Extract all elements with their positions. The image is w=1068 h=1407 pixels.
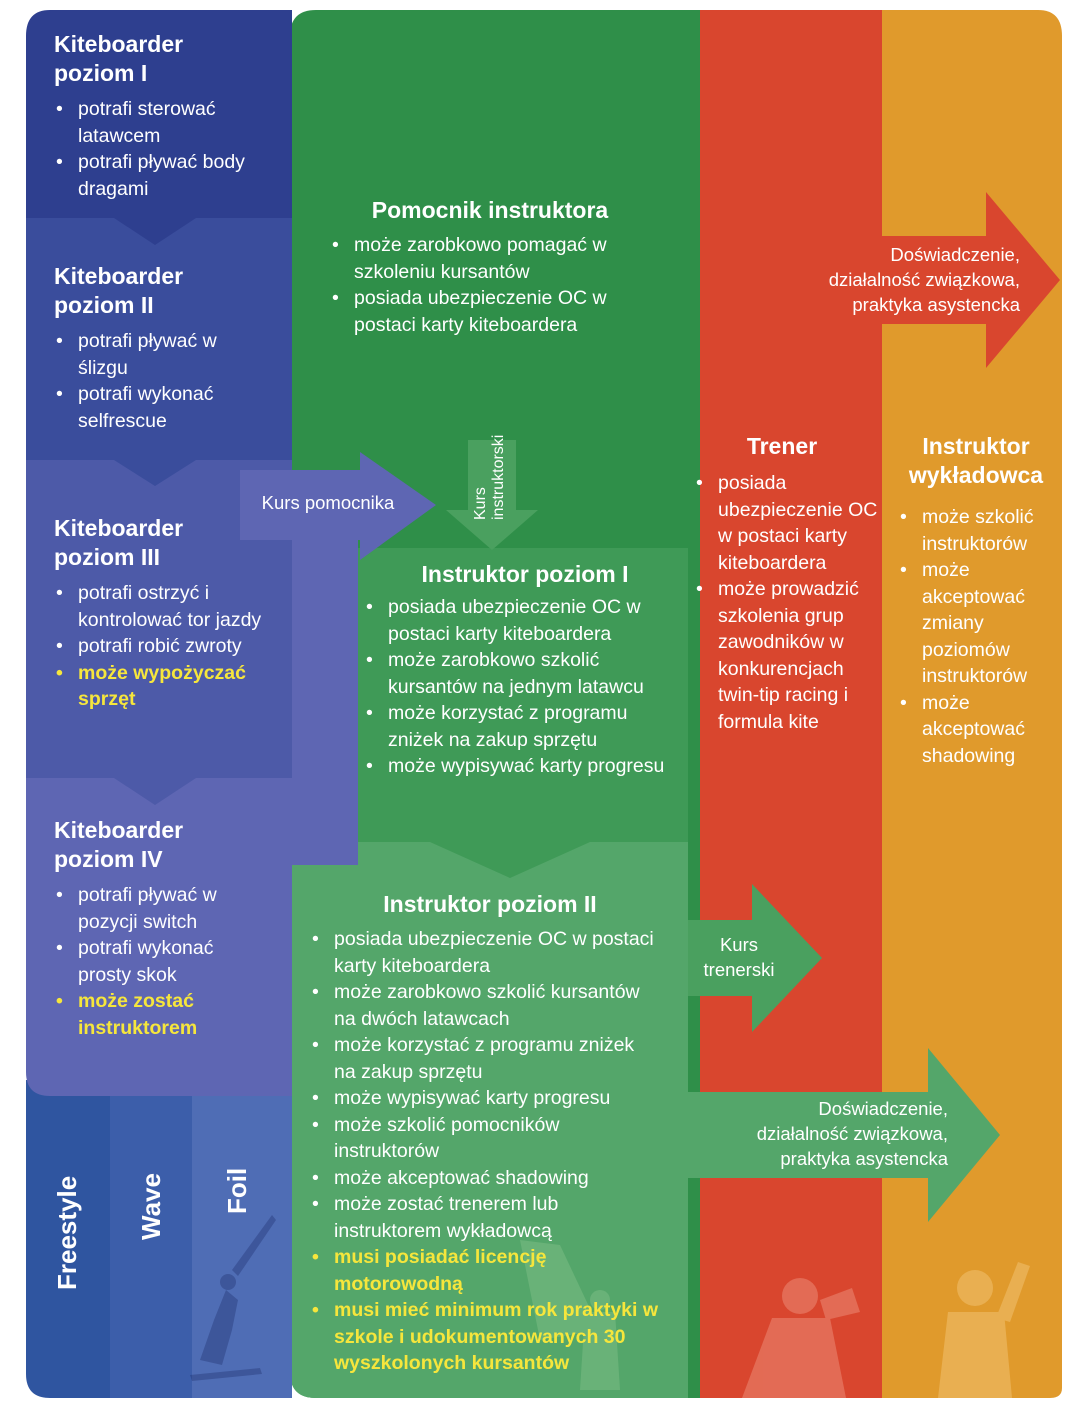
assistant-title: Pomocnik instruktora [371,197,609,223]
experience-label-bottom-line1: Doświadczenie, [818,1098,948,1119]
kiteboarder-level3-title: Kiteboarder poziom III [54,514,183,572]
discipline-wave: Wave [136,1173,166,1240]
experience-label-top-line2: działalność związkowa, [828,269,1020,290]
list-item-highlight: może zostać instruktorem [54,988,254,1041]
list-item: może prowadzić szkolenia grup zawodników… [694,576,878,735]
kiteboarder-level1-title: Kiteboarder poziom I [54,30,183,88]
list-item: potrafi ostrzyć i kontrolować tor jazdy [54,580,286,633]
experience-label-top-line3: praktyka asystencka [852,294,1020,315]
trainer-course-label-line2: trenerski [703,959,775,980]
discipline-foil: Foil [222,1167,252,1214]
lecturer-title-line1: Instruktor [922,433,1030,459]
instructor-level2-title: Instruktor poziom II [383,891,597,917]
kiteboarder-level1-title-line2: poziom I [54,60,148,86]
list-item: potrafi wykonać prosty skok [54,935,254,988]
kiteboarder-level3-bullets: potrafi ostrzyć i kontrolować tor jazdy … [54,580,286,713]
level-arrow-down [430,842,590,878]
list-item: potrafi pływać w pozycji switch [54,882,254,935]
experience-label-bottom-line2: działalność związkowa, [756,1123,948,1144]
trainer-course-arrow [688,884,822,1032]
discipline-freestyle: Freestyle [52,1175,82,1290]
list-item: potrafi pływać body dragami [54,149,254,202]
list-item: posiada ubezpieczenie OC w postaci karty… [310,926,660,979]
lecturer-bullets: może szkolić instruktorów może akceptowa… [898,504,1064,769]
wave-strip [110,1080,200,1398]
list-item-highlight: musi posiadać licencję motorowodną [310,1244,660,1297]
list-item: posiada ubezpieczenie OC w postaci karty… [364,594,682,647]
list-item-highlight: może wypożyczać sprzęt [54,660,286,713]
lecturer-title: Instruktor wykładowca [890,432,1062,490]
kiteboarder-level2-bullets: potrafi pływać w ślizgu potrafi wykonać … [54,328,254,434]
instructor-course-label-line1: Kurs [472,487,489,520]
coach-silhouette [742,1278,860,1398]
kiteboarder-level1-bullets: potrafi sterować latawcem potrafi pływać… [54,96,254,202]
instructor-level2-bullets: posiada ubezpieczenie OC w postaci karty… [310,926,660,1377]
instructor-course-label: Kurs instruktorski [472,435,508,520]
instructor-level1-title: Instruktor poziom I [421,561,629,587]
experience-label-bottom-line3: praktyka asystencka [780,1148,948,1169]
list-item: może akceptować zmiany poziomów instrukt… [898,557,1064,690]
kiteboarder-level3-title-line1: Kiteboarder [54,515,184,541]
kiteboarder-level2-title: Kiteboarder poziom II [54,262,183,320]
kiteboarder-level2-title-line2: poziom II [54,292,154,318]
kiteboarder-level2-title-line1: Kiteboarder [54,263,184,289]
list-item: może akceptować shadowing [310,1165,660,1192]
experience-arrow-bottom [688,1048,1000,1222]
assistant-course-arrow [292,540,358,865]
list-item: może zostać trenerem lub instruktorem wy… [310,1191,660,1244]
list-item: potrafi robić zwroty [54,633,286,660]
list-item: może wypisywać karty progresu [364,753,682,780]
experience-label-top: Doświadczenie, działalność związkowa, pr… [770,242,1020,317]
list-item: może szkolić pomocników instruktorów [310,1112,660,1165]
foil-strip [192,1080,292,1398]
assistant-bullets: może zarobkowo pomagać w szkoleniu kursa… [330,232,660,338]
kiteboarder-level4-title: Kiteboarder poziom IV [54,816,183,874]
list-item: potrafi pływać w ślizgu [54,328,254,381]
kitesurfer-silhouette [190,1215,276,1381]
list-item: może zarobkowo szkolić kursantów na dwóc… [310,979,660,1032]
trainer-bullets: posiada ubezpieczenie OC w postaci karty… [694,470,878,735]
list-item: posiada ubezpieczenie OC w postaci karty… [694,470,878,576]
list-item: może korzystać z programu zniżek na zaku… [364,700,682,753]
list-item: może szkolić instruktorów [898,504,1064,557]
instructor-level1-bullets: posiada ubezpieczenie OC w postaci karty… [364,594,682,780]
list-item: potrafi sterować latawcem [54,96,254,149]
list-item: może korzystać z programu zniżek na zaku… [310,1032,660,1085]
kiteboarder-level1-title-line1: Kiteboarder [54,31,184,57]
list-item: może akceptować shadowing [898,690,1064,770]
assistant-course-label: Kurs pomocnika [261,492,395,513]
list-item-highlight: musi mieć minimum rok praktyki w szkole … [310,1297,660,1377]
trainer-title: Trener [746,433,818,459]
list-item: może zarobkowo pomagać w szkoleniu kursa… [330,232,660,285]
lecturer-title-line2: wykładowca [908,462,1044,488]
instructor-course-label-line2: instruktorski [490,434,507,520]
list-item: potrafi wykonać selfrescue [54,381,254,434]
experience-arrow-top [760,192,1060,368]
kiteboarder-level3-title-line2: poziom III [54,544,161,570]
kiteboarder-level4-title-line1: Kiteboarder [54,817,184,843]
freestyle-strip [26,1080,120,1398]
instructor-course-arrow [446,440,538,550]
experience-label-bottom: Doświadczenie, działalność związkowa, pr… [700,1096,948,1171]
list-item: może wypisywać karty progresu [310,1085,660,1112]
experience-label-top-line1: Doświadczenie, [890,244,1020,265]
assistant-course-arrowhead [240,452,436,560]
list-item: posiada ubezpieczenie OC w postaci karty… [330,285,660,338]
kiteboarder-level4-title-line2: poziom IV [54,846,163,872]
trainer-course-label-line1: Kurs [719,934,759,955]
list-item: może zarobkowo szkolić kursantów na jedn… [364,647,682,700]
lecturer-silhouette [938,1262,1030,1398]
trainer-course-label: Kurs trenerski [694,932,784,982]
kiteboarder-level4-bullets: potrafi pływać w pozycji switch potrafi … [54,882,254,1041]
